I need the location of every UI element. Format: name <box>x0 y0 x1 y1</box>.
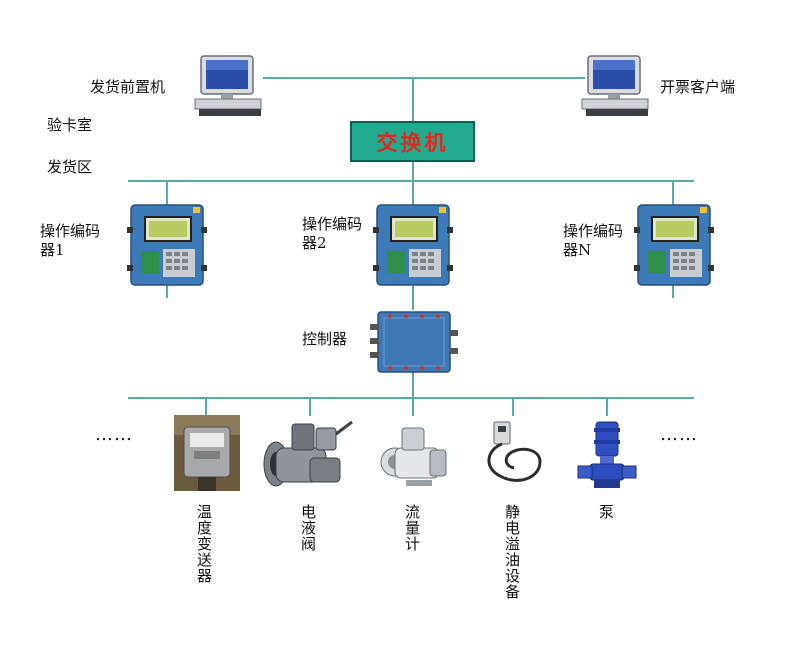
delivery-pc-label: 发货前置机 <box>90 78 166 96</box>
encoder-2-device <box>373 204 453 286</box>
encoder-n-tail <box>672 284 674 298</box>
controller-label: 控制器 <box>302 330 348 348</box>
pump-image <box>577 421 637 488</box>
switch-downlink <box>412 162 414 182</box>
ellipsis-left: …… <box>95 424 133 445</box>
delivery-pc-icon <box>194 55 262 116</box>
delivery-area-label: 发货区 <box>47 158 93 176</box>
device-drop-flow <box>412 398 414 416</box>
device-label-electro-hydraulic-valve: 电液阀 <box>299 504 317 552</box>
card-room-label: 验卡室 <box>47 116 93 134</box>
device-drop-static <box>512 398 514 416</box>
encoder-2-label: 操作编码器2 <box>302 215 363 252</box>
device-label-pump: 泵 <box>597 504 615 520</box>
ellipsis-right: …… <box>660 424 698 445</box>
encoder-n-device <box>634 204 714 286</box>
invoice-client-pc-icon <box>581 55 649 116</box>
top-network-line <box>263 77 585 79</box>
encoder-1-device <box>127 204 207 286</box>
temperature-transmitter-image <box>174 415 240 491</box>
device-drop-pump <box>606 398 608 416</box>
device-label-flow-meter: 流量计 <box>403 504 421 552</box>
encoder-bus-line <box>128 180 694 182</box>
device-label-static-overflow-device: 静电溢油设备 <box>503 504 521 600</box>
invoice-client-label: 开票客户端 <box>660 78 736 96</box>
encoder-n-drop <box>672 181 674 205</box>
encoder-to-controller <box>412 286 414 310</box>
flow-meter-image <box>380 427 447 486</box>
encoder-2-drop <box>412 181 414 205</box>
controller-to-bus <box>412 372 414 398</box>
static-overflow-device-image <box>487 421 542 482</box>
device-bus-line <box>128 397 694 399</box>
electro-hydraulic-valve-image <box>263 420 353 487</box>
switch-uplink <box>412 78 414 122</box>
encoder-1-tail <box>166 284 168 298</box>
encoder-1-label: 操作编码器1 <box>40 222 101 259</box>
device-label-temperature-transmitter: 温度变送器 <box>195 504 213 584</box>
device-drop-temp <box>205 398 207 416</box>
device-drop-valve <box>309 398 311 416</box>
encoder-1-drop <box>166 181 168 205</box>
controller-device <box>370 311 458 373</box>
encoder-n-label: 操作编码器N <box>563 222 624 259</box>
switch-box: 交换机 <box>350 121 475 162</box>
